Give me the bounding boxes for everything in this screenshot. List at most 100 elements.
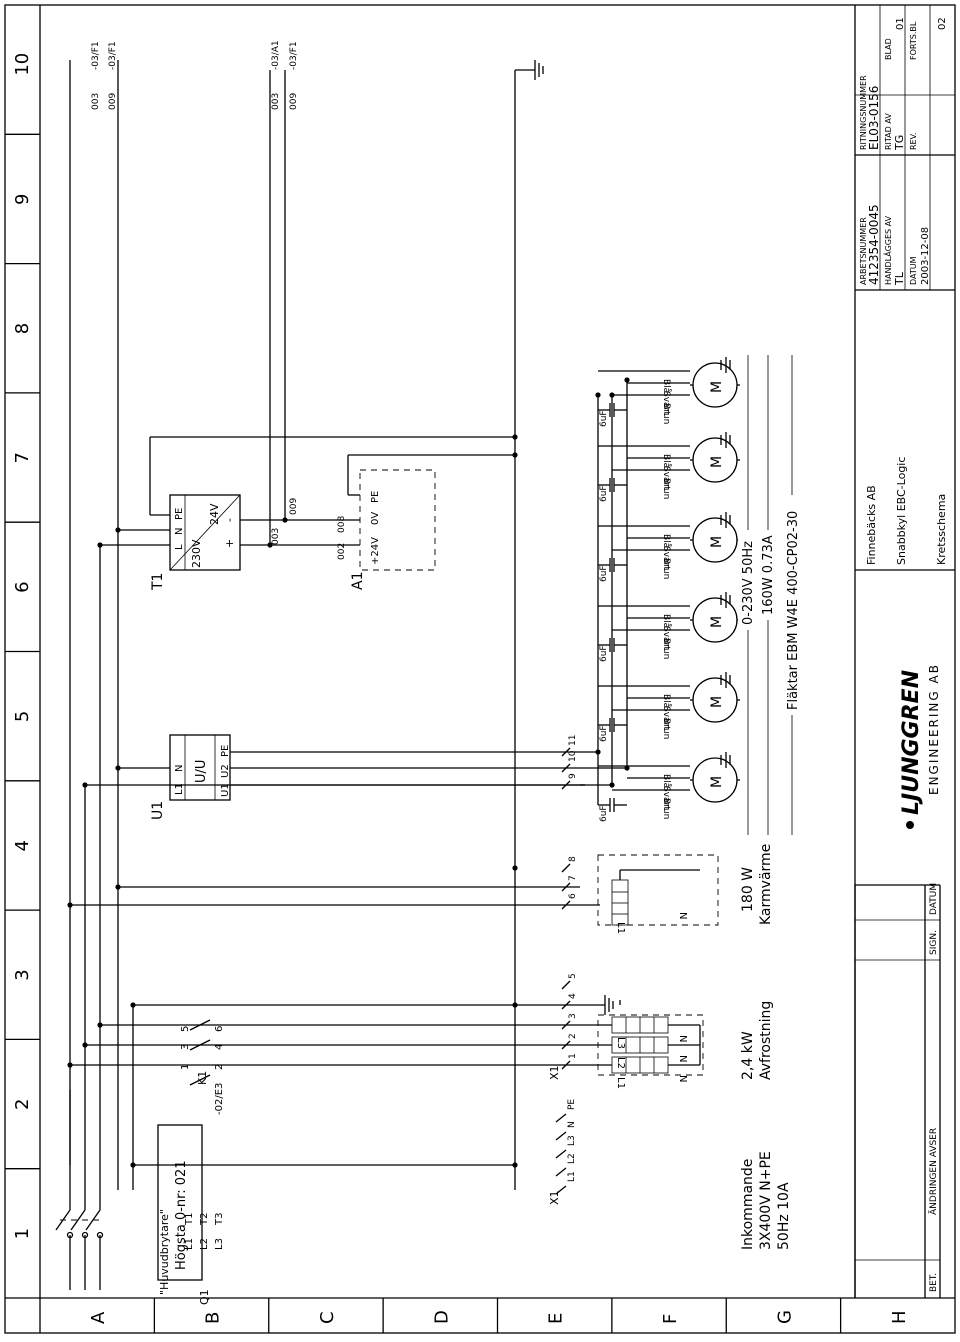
supply-terminal-tick xyxy=(555,1149,567,1159)
sheet-value: 01 xyxy=(895,17,906,30)
motor-label-6: M xyxy=(709,381,725,393)
a1-pin-24v: +24V xyxy=(370,537,381,565)
u1-pin-u1: U1 xyxy=(220,783,231,797)
defrost-coil-label-2: L2 xyxy=(615,1057,626,1069)
defrost-neutral-1: N xyxy=(677,1075,688,1082)
motor-label-4: M xyxy=(709,536,725,548)
crossref-tl-0-wire: 003 xyxy=(91,93,101,110)
crossref-tr-1-target: -03/F1 xyxy=(289,41,299,70)
row-label-B: B xyxy=(203,1312,224,1324)
k1-pin-4: 4 xyxy=(214,1044,225,1050)
t1-wire-009: 009 xyxy=(289,498,299,515)
t1-plus: + xyxy=(223,539,236,548)
x1-ref-left: X1 xyxy=(548,1190,561,1205)
q1-pin-t3: T3 xyxy=(214,1213,225,1226)
crossref-tl-0-target: -03/F1 xyxy=(91,41,101,70)
motor-label-5: M xyxy=(709,456,725,468)
title-block: Finnebäcks AB Snabbkyl EBC-Logic Kretssc… xyxy=(855,5,955,571)
fan-wire-svart-2: Svart xyxy=(661,706,671,730)
k1-ref: K1 xyxy=(196,1071,209,1085)
u1-pin-u2: U2 xyxy=(220,764,231,778)
sheet-label: BLAD xyxy=(884,38,893,60)
logo-name: LJUNGGREN xyxy=(899,670,924,815)
drawing-no: EL03-0156 xyxy=(867,86,881,150)
k1-pin-2: 2 xyxy=(214,1064,225,1070)
fan-capacitor-label-4: 6uF xyxy=(599,565,609,582)
cont-label: FORTS.BL xyxy=(909,21,918,60)
a1-ref: A1 xyxy=(350,572,366,590)
main-switch-name: "Huvudbrytare" xyxy=(158,1209,171,1295)
k1-pin-1: 1 xyxy=(180,1064,191,1070)
motor-label-3: M xyxy=(709,616,725,628)
terminal-number-11: 11 xyxy=(568,735,578,746)
defrost-power: 2,4 kW xyxy=(740,1031,756,1080)
a1-pin-pe: PE xyxy=(370,491,381,503)
t1-pin-l: L xyxy=(174,544,185,550)
supply-line3: 50Hz 10A xyxy=(776,1182,792,1250)
drawing-type: Kretsschema xyxy=(935,494,948,565)
q1-pin-l3: L3 xyxy=(214,1238,225,1250)
fan-wire-svart-4: Svart xyxy=(661,546,671,570)
terminal-tick-4 xyxy=(561,1000,571,1010)
drip-heater: L1 N 180 W Karmvärme xyxy=(580,844,774,934)
converter-u1: U1 L1 N U/U U1 U2 PE xyxy=(150,734,231,820)
k1-pin-5: 5 xyxy=(180,1026,191,1032)
rev-label: REV. xyxy=(909,132,918,150)
supply-terminal-l3: L3 xyxy=(567,1135,577,1146)
motor-label-2: M xyxy=(709,696,725,708)
supply-wires xyxy=(69,436,585,1190)
crossref-tr-0-wire: 003 xyxy=(271,93,281,110)
rev-header-bet: BET. xyxy=(929,1273,939,1292)
pe-bus xyxy=(514,60,544,1190)
transformer-t1: T1 L N PE 230V 24V + - 003 009 xyxy=(150,70,300,591)
handled-label: HANDLÄGGES AV xyxy=(883,215,893,285)
t1-pin-pe: PE xyxy=(174,508,185,520)
fan-wire-blå-5: Blå xyxy=(661,454,672,468)
t1-wire-003: 003 xyxy=(271,528,281,545)
fan-wire-blå-1: Blå xyxy=(661,774,672,788)
column-label-9: 9 xyxy=(12,193,33,204)
fan-wire-blå-2: Blå xyxy=(661,694,672,708)
defrost-coil-label-1: L1 xyxy=(615,1077,626,1089)
crossref-wires: 003 -03/F1 009 -03/F1 003 -03/A1 009 -03… xyxy=(69,40,299,905)
fan-capacitor-label-3: 6uF xyxy=(599,645,609,662)
supply-description: Inkommande 3X400V N+PE 50Hz 10A xyxy=(740,1151,792,1250)
drawn-value: TG xyxy=(893,135,906,151)
terminal-number-1: 1 xyxy=(568,1053,578,1059)
row-label-G: G xyxy=(774,1310,795,1324)
t1-pin-n: N xyxy=(174,528,185,535)
rev-header-date: DATUM xyxy=(929,883,939,915)
logo-sub: ENGINEERING AB xyxy=(927,663,941,795)
t1-in-voltage: 230V xyxy=(190,539,203,568)
rev-header-sign: SIGN. xyxy=(929,930,939,955)
terminal-number-3: 3 xyxy=(568,1013,578,1019)
terminal-tick-9 xyxy=(561,780,571,790)
terminal-tick-8 xyxy=(561,863,571,873)
u1-pin-n: N xyxy=(174,765,185,772)
terminal-tick-5 xyxy=(561,980,571,990)
column-label-5: 5 xyxy=(12,711,33,722)
terminal-number-5: 5 xyxy=(568,973,578,979)
fan-wire-brun-3: Brun xyxy=(661,638,671,659)
fan-specs: 0-230V 50Hz 160W 0.73A Fläktar EBM W4E 4… xyxy=(738,355,804,835)
junction-dots xyxy=(67,377,630,1168)
k1-pin-3: 3 xyxy=(180,1044,191,1050)
fan-wire-brun-4: Brun xyxy=(661,558,671,579)
job-no: 412354-0045 xyxy=(867,204,881,285)
drawing-frame xyxy=(4,4,956,1334)
fan-wire-brun-2: Brun xyxy=(661,718,671,739)
fan-wire-svart-1: Svart xyxy=(661,786,671,810)
row-label-D: D xyxy=(431,1310,452,1324)
fan-wire-blå-4: Blå xyxy=(661,534,672,548)
row-label-C: C xyxy=(317,1311,338,1324)
